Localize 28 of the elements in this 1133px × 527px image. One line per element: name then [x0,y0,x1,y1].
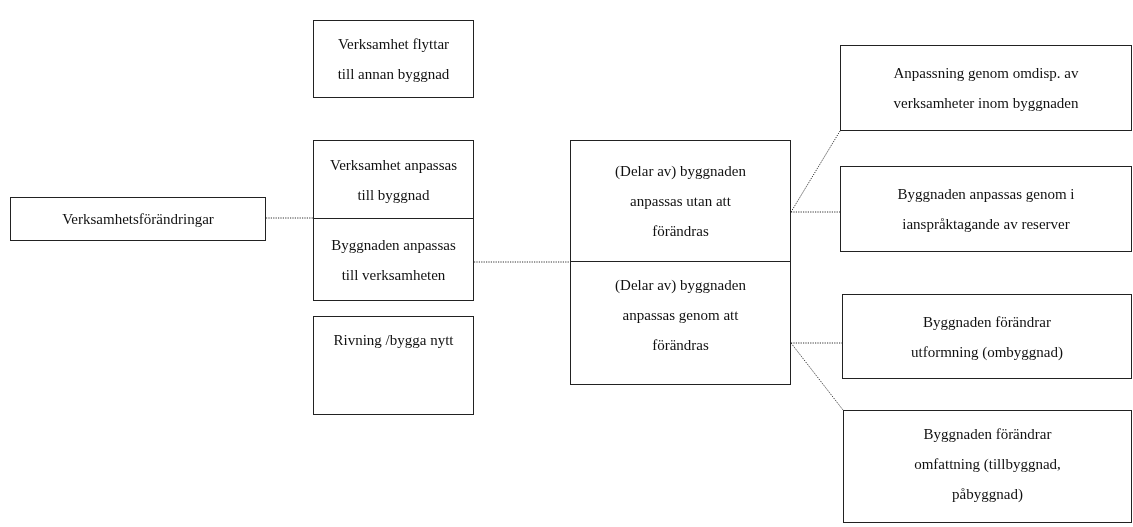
process-box [313,218,474,301]
box-label: Byggnaden förändrar omfattning (tillbyggnad, påbyggnad) [913,425,1062,504]
process-box [842,294,1132,379]
connector-line [790,342,844,411]
connector-line [473,261,571,263]
connector-line [790,342,843,344]
box-label: Byggnaden anpassas genom i ianspråktagande av reserver [896,185,1076,234]
connector-line [790,130,841,213]
connector-line [790,211,841,213]
process-box [570,261,791,385]
box-label: Verksamhetsförändringar [62,210,214,229]
box-label: Anpassning genom omdisp. av verksamheter inom byggnaden [892,64,1080,113]
process-box [313,316,474,415]
box-label: Verksamhet anpassas till byggnad [328,155,458,205]
box-label: (Delar av) byggnaden anpassas genom att förändras [614,276,747,355]
process-box [570,140,791,262]
process-box [843,410,1132,523]
box-label: Rivning /bygga nytt [333,331,454,350]
box-label: (Delar av) byggnaden anpassas utan att förändras [614,162,747,241]
box-label: Byggnaden förändrar utformning (ombyggnad) [909,312,1065,362]
process-box [10,197,266,241]
process-box [840,166,1132,252]
connector-line [265,217,314,219]
process-box [313,140,474,219]
box-label: Verksamhet flyttar till annan byggnad [336,35,451,84]
process-box [313,20,474,98]
box-label: Byggnaden anpassas till verksamheten [330,235,457,285]
process-box [840,45,1132,131]
